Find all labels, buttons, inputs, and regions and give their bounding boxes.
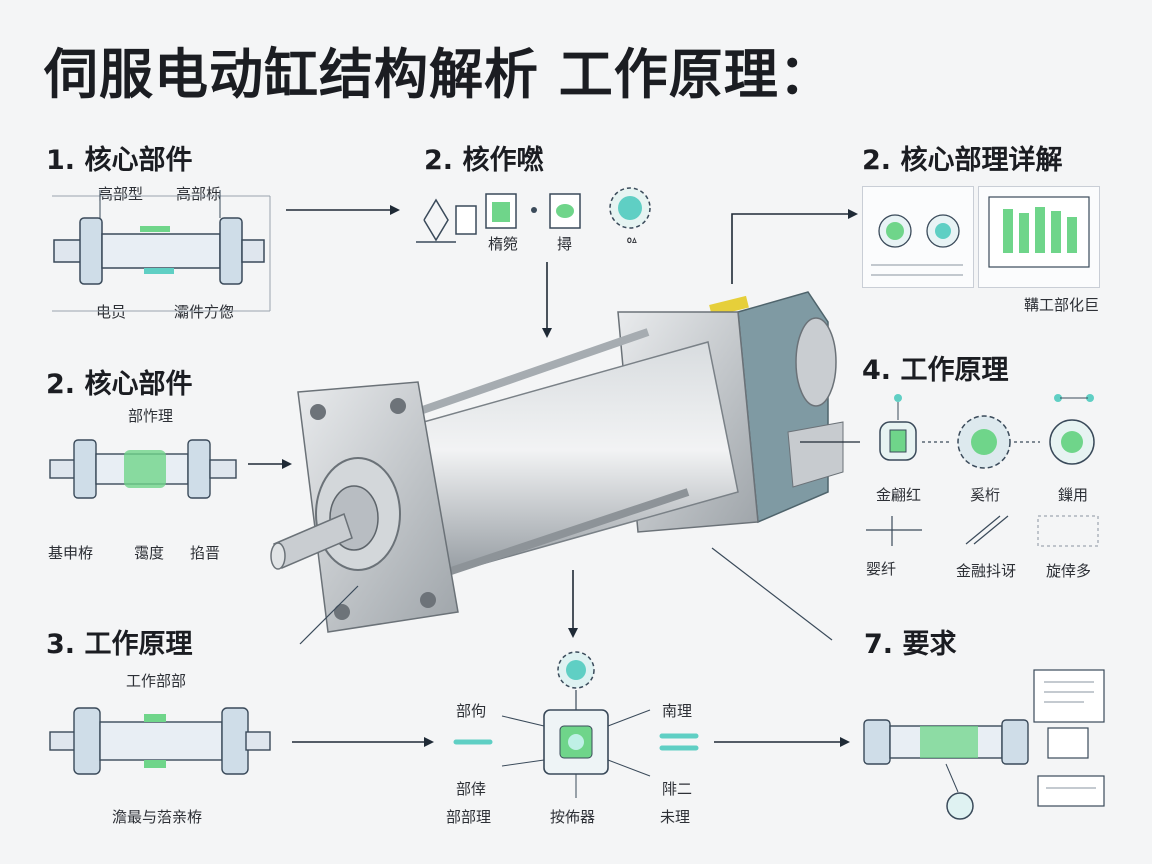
- top-center-components-diagram: [416, 187, 651, 243]
- top-center-label-3: ᅆ: [625, 235, 639, 253]
- s2-label-bottom-2: 霭度: [134, 544, 165, 562]
- arrow-cylinder-to-top-right: [731, 209, 858, 284]
- s4-label-1: 金翩红: [876, 486, 922, 504]
- controller-label-2: 南理: [662, 702, 693, 720]
- s1-label-bottom-right: 灞件方偬: [174, 303, 235, 321]
- section-7-heading: 7. 要求: [864, 629, 957, 660]
- s4-label-3: 鏁用: [1058, 486, 1089, 504]
- s3-cylinder-diagram: [49, 707, 271, 775]
- arrow-cylinder-to-controller: [568, 570, 578, 638]
- s2-label-bottom-1: 基申栫: [48, 544, 94, 562]
- s4-details-diagram: [866, 515, 1099, 547]
- controller-diagram: [453, 651, 699, 798]
- controller-label-6: 按佈器: [550, 808, 596, 826]
- controller-label-3: 部倖: [456, 780, 487, 798]
- top-right-heading: 2. 核心部理详解: [862, 145, 1063, 176]
- section-2-heading: 2. 核心部件: [46, 369, 193, 400]
- arrow-s3-to-controller: [292, 737, 434, 747]
- s2-cylinder-diagram: [49, 439, 237, 499]
- s3-label-top: 工作部部: [126, 672, 187, 690]
- controller-label-4: 陫二: [662, 780, 693, 798]
- arrow-controller-to-s7: [714, 737, 850, 747]
- s7-requirements-diagram: [863, 669, 1105, 820]
- top-center-label-1: 楕箢: [488, 235, 519, 253]
- line-cylinder-to-s7: [711, 547, 833, 641]
- main-electric-cylinder: [270, 291, 844, 633]
- s2-label-top: 部怍理: [128, 407, 174, 425]
- controller-label-1: 部佝: [456, 702, 487, 720]
- top-center-heading: 2. 核作嘫: [424, 145, 544, 176]
- s3-label-bottom: 澹最与菭亲栫: [112, 808, 203, 826]
- page-title: 伺服电动缸结构解析 工作原理：: [44, 43, 834, 106]
- s1-label-bottom-left: 电员: [96, 303, 127, 321]
- top-right-panel-right: [978, 186, 1100, 288]
- controller-label-7: 未理: [660, 808, 691, 826]
- arrow-s2-to-cylinder: [248, 459, 292, 469]
- arrow-cylinder-to-s4: [800, 441, 860, 443]
- top-right-panel-left: [862, 186, 974, 288]
- line-cylinder-down-left: [299, 585, 359, 645]
- s4-label-6: 旋倖多: [1046, 562, 1092, 580]
- s4-label-4: 婴纤: [866, 560, 897, 578]
- top-center-label-2: 撏: [557, 235, 573, 253]
- section-4-heading: 4. 工作原理: [862, 355, 1009, 386]
- arrow-top-center-down: [542, 262, 552, 338]
- s2-label-bottom-3: 掐晋: [190, 544, 221, 562]
- top-right-caption: 鞲工部化巨: [1024, 296, 1100, 314]
- s1-cylinder-diagram: [52, 190, 271, 312]
- s4-mechanism-diagram: [879, 394, 1095, 469]
- controller-label-5: 部部理: [446, 808, 492, 826]
- arrow-s1-to-center: [286, 205, 400, 215]
- s4-label-5: 金融抖讶: [956, 562, 1017, 580]
- section-3-heading: 3. 工作原理: [46, 629, 193, 660]
- s4-label-2: 奚桁: [970, 486, 1001, 504]
- section-1-heading: 1. 核心部件: [46, 145, 193, 176]
- s1-label-top-right: 高部栎: [176, 185, 222, 203]
- s1-label-top-left: 高部型: [98, 185, 144, 203]
